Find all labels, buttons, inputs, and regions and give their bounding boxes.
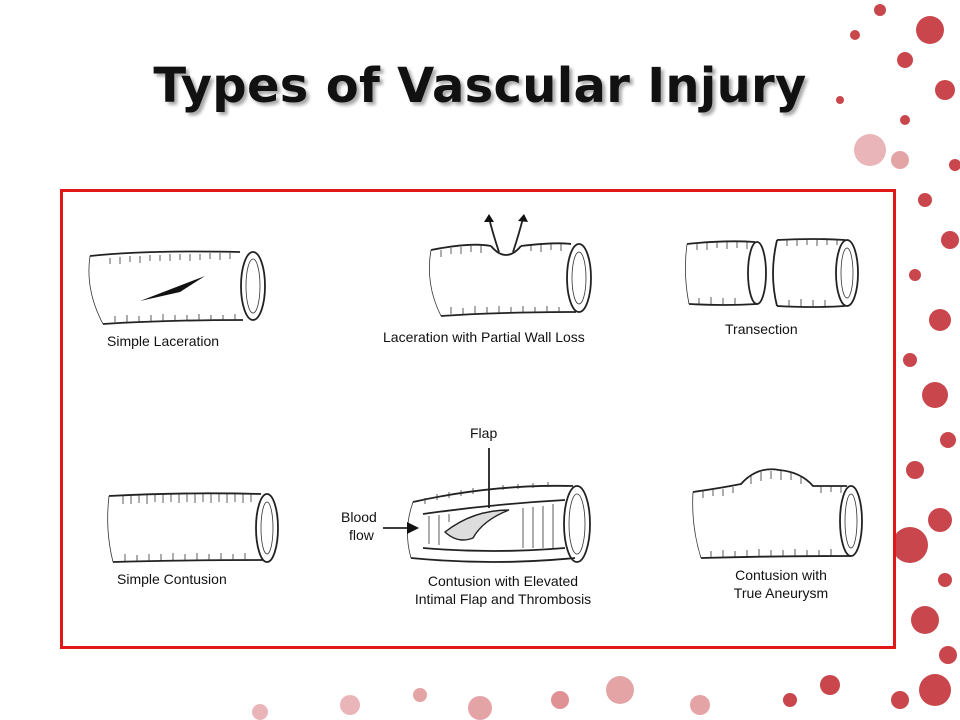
panel-transection: Transection bbox=[685, 232, 875, 352]
vessel-partial-wall-loss-illustration bbox=[429, 214, 592, 317]
caption-intimal-flap-line1: Contusion with Elevated bbox=[427, 573, 579, 589]
caption-simple-contusion: Simple Contusion bbox=[117, 571, 227, 587]
label-blood-flow-line2: flow bbox=[349, 527, 374, 543]
caption-aneurysm-line2: True Aneurysm bbox=[733, 585, 829, 601]
caption-transection: Transection bbox=[725, 321, 798, 337]
label-blood-flow-line1: Blood bbox=[341, 509, 377, 525]
slide-title: Types of Vascular Injury bbox=[153, 58, 807, 114]
vessel-aneurysm-illustration bbox=[692, 468, 863, 559]
vessel-transection-illustration bbox=[685, 238, 859, 308]
caption-simple-laceration: Simple Laceration bbox=[107, 333, 220, 349]
vessel-laceration-illustration bbox=[88, 250, 266, 325]
label-flap: Flap bbox=[470, 425, 498, 441]
panel-simple-contusion: Simple Contusion bbox=[103, 482, 293, 602]
panel-simple-laceration: Simple Laceration bbox=[85, 244, 275, 354]
panel-contusion-intimal-flap: Flap Blood flow Contusion with Elevated … bbox=[333, 420, 633, 620]
panel-laceration-partial-wall-loss: Laceration with Partial Wall Loss bbox=[381, 212, 631, 352]
figure-frame: Simple Laceration Laceration with Partia… bbox=[60, 189, 896, 649]
vessel-contusion-illustration bbox=[107, 492, 279, 563]
panel-contusion-aneurysm: Contusion with True Aneurysm bbox=[691, 454, 881, 614]
caption-intimal-flap-line2: Intimal Flap and Thrombosis bbox=[414, 591, 592, 607]
caption-partial-wall-loss: Laceration with Partial Wall Loss bbox=[383, 329, 585, 345]
caption-aneurysm-line1: Contusion with bbox=[735, 567, 827, 583]
vessel-intimal-flap-illustration bbox=[383, 448, 591, 563]
